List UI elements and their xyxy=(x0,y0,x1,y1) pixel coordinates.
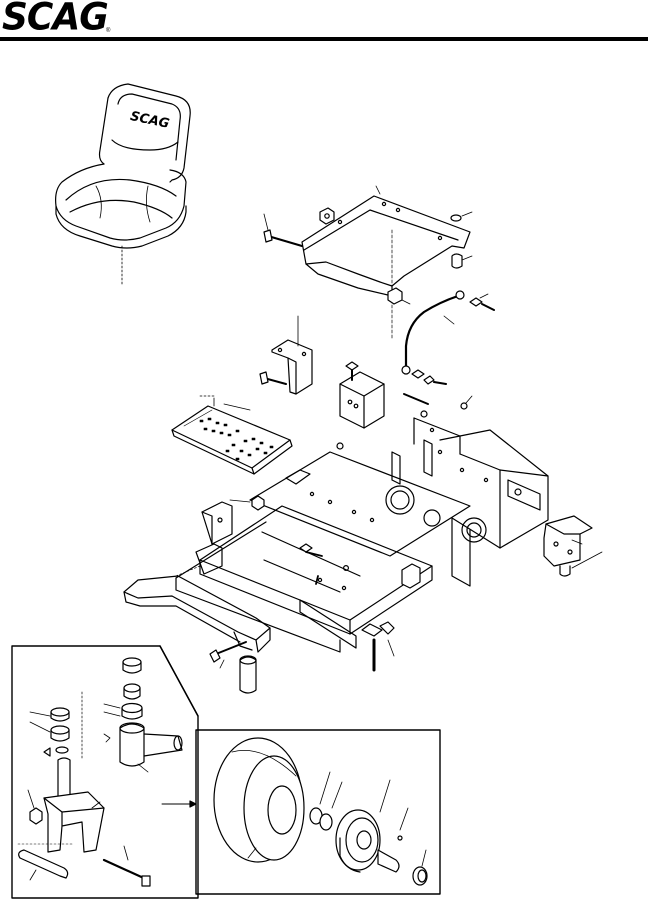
frame-nut xyxy=(229,495,265,511)
axle-sleeve xyxy=(17,843,73,881)
switch-bracket xyxy=(271,315,313,395)
registered-trademark-mark: ® xyxy=(106,28,111,34)
hub-cap xyxy=(412,849,428,886)
hub-spacer xyxy=(377,807,409,873)
seat-pan-bolt xyxy=(263,213,303,247)
fork-nut xyxy=(27,789,43,825)
axle-bolt xyxy=(102,845,151,887)
cable-nut xyxy=(411,369,447,385)
main-frame xyxy=(175,417,549,653)
seat-logo-text: SCAG xyxy=(129,109,171,132)
wheel-hub xyxy=(335,779,391,873)
hex-nut-lower xyxy=(387,287,411,305)
page-header: SCAG ® xyxy=(0,0,648,44)
ground-cable xyxy=(401,290,465,375)
floor-pan xyxy=(171,395,293,475)
long-bolt xyxy=(403,393,429,405)
right-side-plate xyxy=(543,515,603,577)
small-nut xyxy=(336,395,473,450)
cable-bolt xyxy=(469,293,495,311)
header-rule xyxy=(0,37,648,41)
bearing-cup xyxy=(103,657,143,720)
caster-inset xyxy=(11,645,199,899)
caster-fork xyxy=(43,757,105,853)
pivot-bolt xyxy=(209,641,247,669)
inset-pointer xyxy=(161,800,197,808)
caster-yoke xyxy=(103,722,183,773)
seat-pan xyxy=(301,185,471,341)
front-axle xyxy=(123,565,271,653)
spacer xyxy=(451,253,473,269)
wheel-bearing xyxy=(309,771,343,831)
seat: SCAG xyxy=(55,83,191,285)
cover-box xyxy=(339,361,385,429)
bracket-bolt xyxy=(259,371,287,385)
pivot-sleeve xyxy=(239,655,257,694)
wheel-inset xyxy=(195,729,441,895)
left-bearing-stack xyxy=(29,691,83,761)
washer xyxy=(450,211,473,222)
scag-logo: SCAG xyxy=(2,0,109,39)
pivot-pin xyxy=(361,621,395,672)
floor-pan-grid xyxy=(199,417,274,461)
hex-nut xyxy=(319,207,335,225)
tire xyxy=(213,737,305,863)
